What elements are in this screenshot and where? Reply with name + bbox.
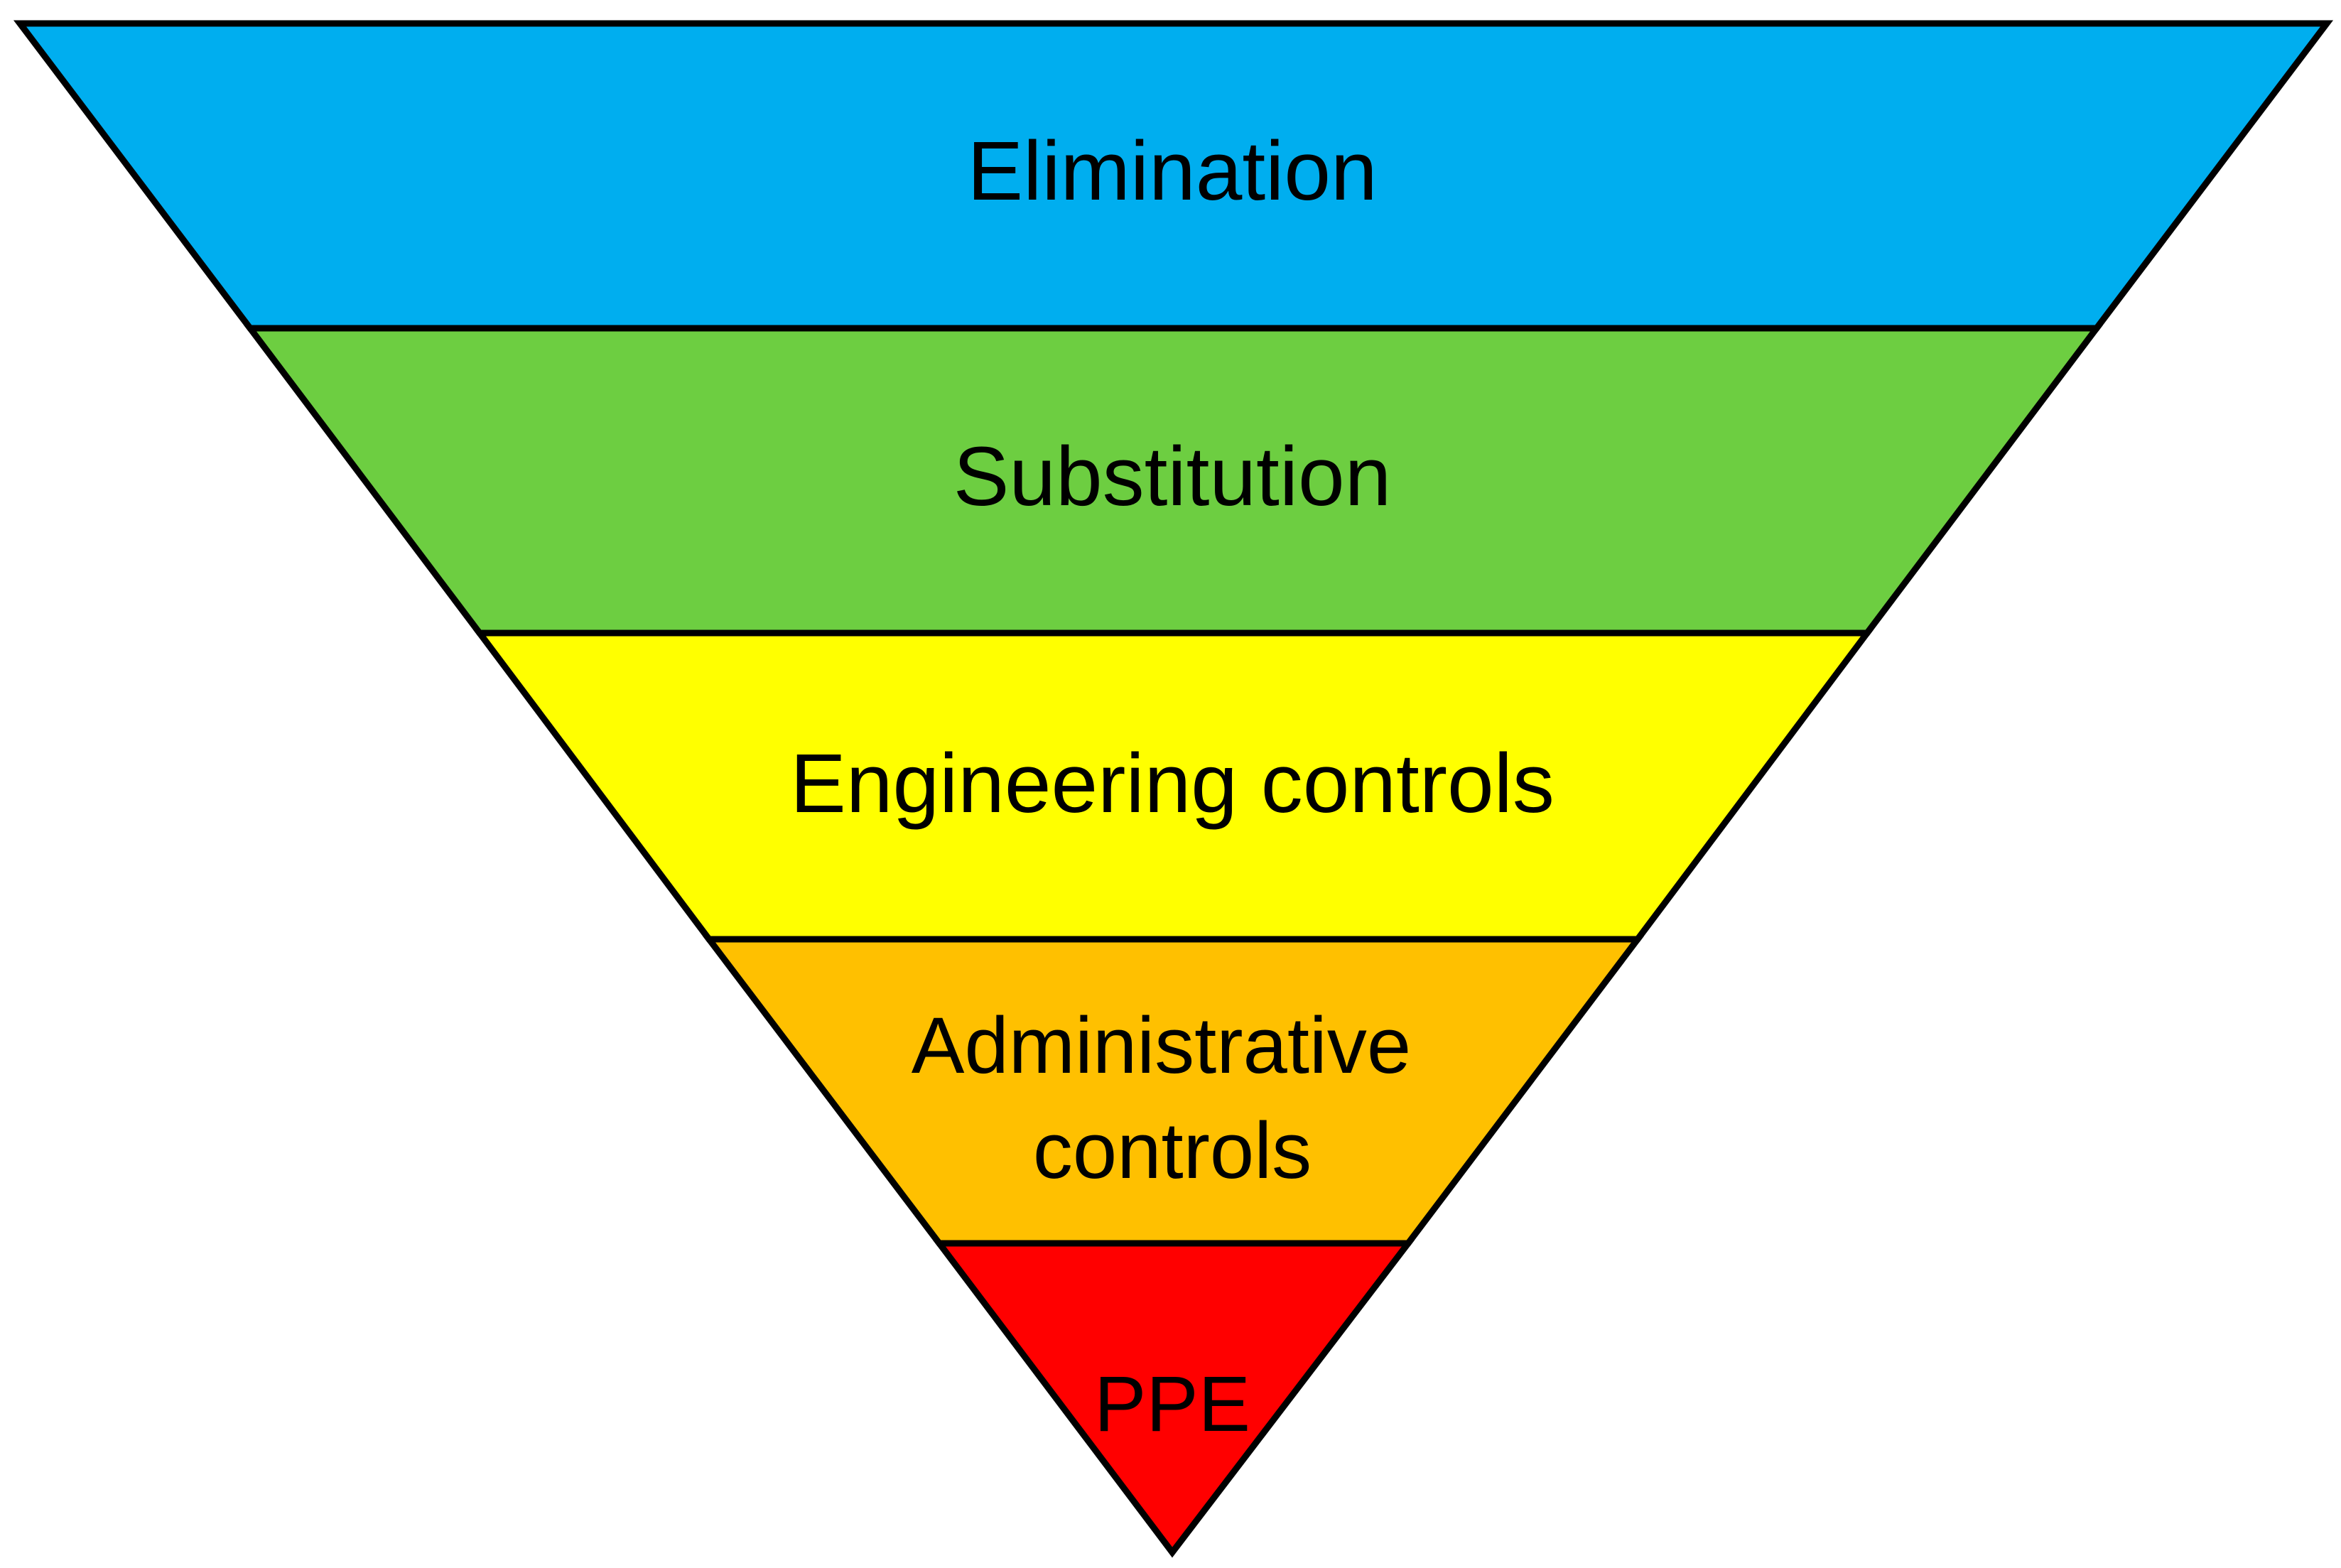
level-engineering-controls[interactable]: Engineering controls — [473, 629, 1874, 943]
level-substitution-label: Substitution — [953, 430, 1392, 524]
level-ppe-label: PPE — [1094, 1361, 1250, 1448]
level-substitution[interactable]: Substitution — [243, 325, 2104, 637]
level-administrative-controls[interactable]: Administrative controls — [702, 936, 1645, 1247]
level-administrative-controls-shape[interactable] — [702, 936, 1645, 1247]
level-elimination-label: Elimination — [967, 124, 1377, 218]
level-elimination[interactable]: Elimination — [13, 20, 2334, 332]
level-ppe[interactable]: PPE — [932, 1240, 1415, 1558]
level-administrative-controls-label: Administrative controls — [912, 1001, 1433, 1195]
level-ppe-shape[interactable] — [932, 1240, 1415, 1558]
level-engineering-controls-label: Engineering controls — [790, 737, 1555, 831]
